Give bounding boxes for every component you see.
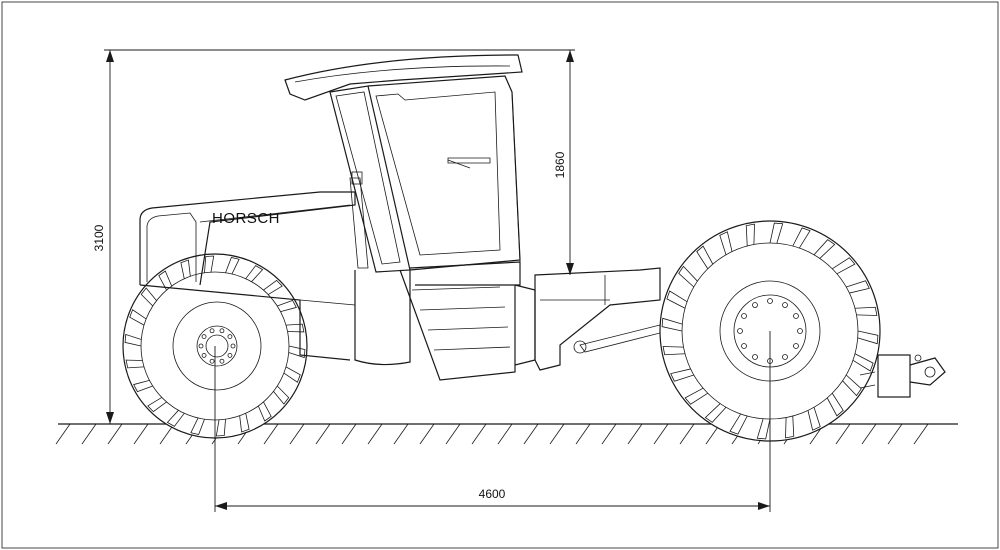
rear-hitch	[859, 354, 946, 398]
cab-window	[375, 91, 501, 256]
cab-door-post	[329, 85, 411, 273]
dimension-overall-height: 3100	[92, 49, 575, 424]
drive-shaft	[579, 324, 661, 353]
front-hub	[196, 325, 238, 367]
dimension-label-height: 3100	[92, 224, 106, 251]
chassis	[354, 261, 661, 381]
door-handle	[447, 157, 491, 164]
front-rim	[172, 301, 262, 391]
dimension-cab-height: 1860	[553, 50, 574, 275]
dimension-label-cab: 1860	[553, 151, 567, 178]
hood: HORSCH	[139, 191, 356, 361]
dimension-label-wheelbase: 4600	[479, 487, 506, 501]
cab	[284, 54, 523, 273]
mirror-arm	[349, 177, 369, 269]
brand-logo: HORSCH	[212, 210, 280, 227]
steps	[399, 269, 516, 381]
dimension-wheelbase: 4600	[214, 331, 771, 512]
frame-rail	[534, 267, 661, 371]
